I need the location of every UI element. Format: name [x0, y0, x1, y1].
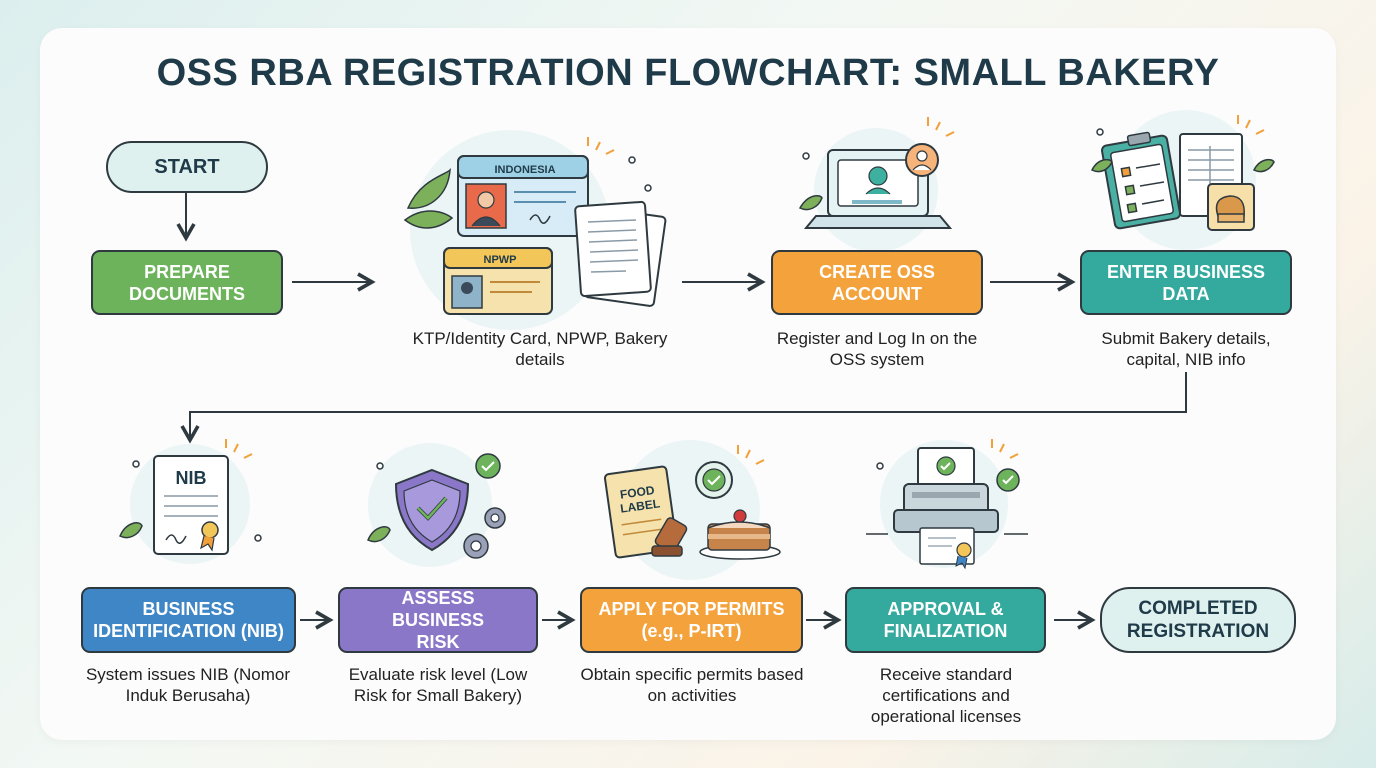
food-label-text: FOOD [619, 483, 656, 502]
end-node: COMPLETED REGISTRATION [1100, 587, 1296, 653]
documents-illustration: INDONESIA NPWP [403, 130, 667, 330]
business-data-illustration [1090, 110, 1275, 250]
apply-permits-label: APPLY FOR PERMITS(e.g., P-IRT) [598, 599, 785, 641]
caption-assess-business-risk: Evaluate risk level (Low Risk for Small … [348, 665, 528, 705]
food-label-text-2: LABEL [619, 496, 661, 515]
caption-approval-finalization: Receive standard certifications and oper… [870, 665, 1022, 726]
permits-illustration: FOOD LABEL [603, 440, 781, 580]
id-card-text: INDONESIA [494, 164, 555, 176]
caption-enter-business-data: Submit Bakery details, capital, NIB info [1101, 329, 1271, 369]
laptop-illustration [798, 117, 955, 252]
step-prepare-documents: PREPARE DOCUMENTS [91, 250, 283, 315]
caption-business-identification: System issues NIB (Nomor Induk Berusaha) [85, 665, 291, 705]
step-assess-business-risk: ASSESS BUSINESS RISK [338, 587, 538, 653]
step-enter-business-data: ENTER BUSINESS DATA [1080, 250, 1292, 315]
nib-illustration: NIB [119, 439, 262, 564]
start-node: START [106, 141, 268, 193]
approval-illustration [866, 439, 1028, 570]
npwp-text: NPWP [484, 254, 517, 266]
step-create-oss-account: CREATE OSS ACCOUNT [771, 250, 983, 315]
caption-create-oss-account: Register and Log In on the OSS system [776, 329, 978, 369]
risk-illustration [367, 443, 506, 567]
page-title: OSS RBA REGISTRATION FLOWCHART: SMALL BA… [156, 52, 1220, 94]
step-approval-finalization: APPROVAL & FINALIZATION [845, 587, 1046, 653]
caption-apply-for-permits: Obtain specific permits based on activit… [580, 665, 804, 705]
step-apply-for-permits: APPLY FOR PERMITS(e.g., P-IRT) [580, 587, 803, 653]
step-business-identification: BUSINESS IDENTIFICATION (NIB) [81, 587, 296, 653]
arrow-enter-to-nib [180, 372, 1187, 444]
nib-text: NIB [176, 468, 207, 488]
documents-caption: KTP/Identity Card, NPWP, Bakery details [412, 329, 668, 369]
